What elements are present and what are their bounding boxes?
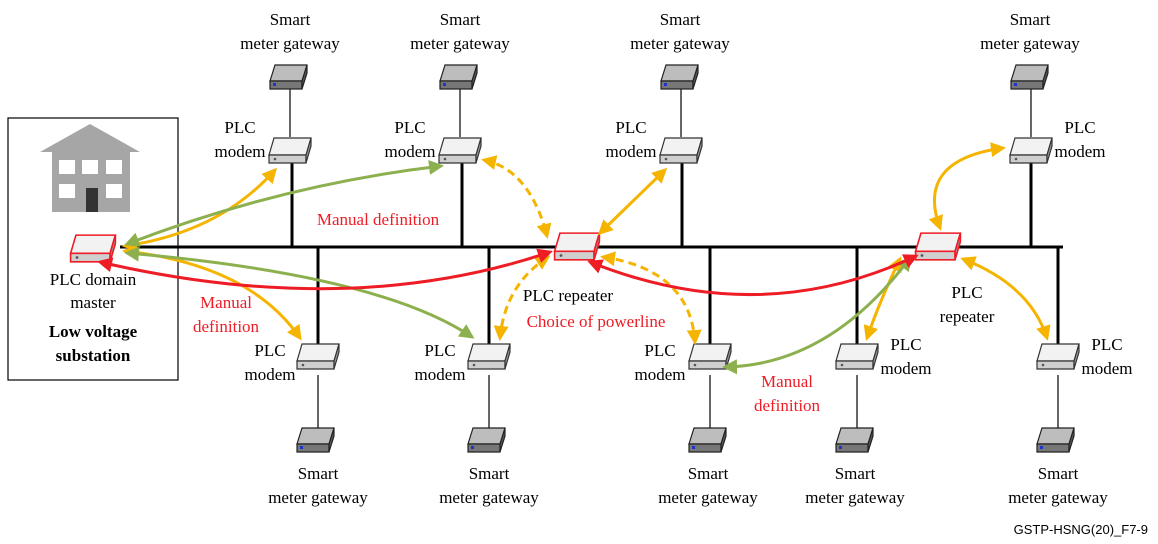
smart-meter-label: meter gateway xyxy=(240,34,340,53)
substation-label: Low voltage xyxy=(49,322,138,341)
repeater-center-label: PLC repeater xyxy=(523,286,613,305)
plc-modem-label: PLC xyxy=(394,118,425,137)
smart-meter-label: meter gateway xyxy=(658,488,758,507)
plc-modem-label: PLC xyxy=(644,341,675,360)
plc-repeater-center-icon xyxy=(553,232,601,261)
plc-modem-label: PLC xyxy=(254,341,285,360)
smart-meter-label: Smart xyxy=(688,464,729,483)
domain-master-label: PLC domain xyxy=(50,270,137,289)
smart-meter-label: meter gateway xyxy=(630,34,730,53)
plc-modem-icon xyxy=(659,137,703,164)
smart-meter-label: Smart xyxy=(270,10,311,29)
smart-meter-gateway-icon xyxy=(835,427,874,453)
smart-meter-label: Smart xyxy=(1038,464,1079,483)
figure-id: GSTP-HSNG(20)_F7-9 xyxy=(1014,522,1148,537)
plc-repeater-right-icon xyxy=(914,232,962,261)
green-links xyxy=(124,159,912,375)
smart-meter-label: Smart xyxy=(440,10,481,29)
gateway-connectors xyxy=(289,88,1059,428)
smart-meter-gateway-icon xyxy=(660,64,699,90)
smart-meter-gateway-icon xyxy=(269,64,308,90)
repeater-right-label: repeater xyxy=(940,307,995,326)
plc-modem-icon xyxy=(467,343,511,370)
substation-building-icon xyxy=(40,124,140,212)
smart-meter-label: meter gateway xyxy=(439,488,539,507)
plc-modem-label: modem xyxy=(245,365,296,384)
plc-modem-icon xyxy=(296,343,340,370)
plc-modem-label: modem xyxy=(1055,142,1106,161)
smart-meter-gateway-icon xyxy=(439,64,478,90)
plc-modem-label: modem xyxy=(1082,359,1133,378)
plc-modem-icon xyxy=(835,343,879,370)
smart-meter-label: Smart xyxy=(298,464,339,483)
smart-meter-label: Smart xyxy=(1010,10,1051,29)
plc-modem-icon xyxy=(1036,343,1080,370)
smart-meter-label: meter gateway xyxy=(268,488,368,507)
manual-definition-label: Manual definition xyxy=(317,210,440,229)
repeater-right-label: PLC xyxy=(951,283,982,302)
manual-definition-label: definition xyxy=(754,396,821,415)
manual-definition-label: definition xyxy=(193,317,260,336)
smart-meter-label: Smart xyxy=(660,10,701,29)
smart-meter-label: meter gateway xyxy=(1008,488,1108,507)
domain-master-label: master xyxy=(70,293,116,312)
plc-modem-label: modem xyxy=(635,365,686,384)
smart-meter-gateway-icon xyxy=(1036,427,1075,453)
plc-modem-label: PLC xyxy=(224,118,255,137)
smart-meter-label: meter gateway xyxy=(410,34,510,53)
plc-modem-label: modem xyxy=(881,359,932,378)
smart-meter-label: meter gateway xyxy=(805,488,905,507)
plc-modem-label: PLC xyxy=(1091,335,1122,354)
smart-meter-label: meter gateway xyxy=(980,34,1080,53)
plc-modem-label: modem xyxy=(415,365,466,384)
plc-modem-label: modem xyxy=(385,142,436,161)
smart-meter-gateway-icon xyxy=(296,427,335,453)
plc-modem-icon xyxy=(688,343,732,370)
smart-meter-label: Smart xyxy=(469,464,510,483)
substation-label: substation xyxy=(56,346,131,365)
plc-modem-icon xyxy=(268,137,312,164)
plc-modem-icon xyxy=(438,137,482,164)
smart-meter-label: Smart xyxy=(835,464,876,483)
manual-definition-label: Manual xyxy=(761,372,813,391)
smart-meter-gateway-icon xyxy=(688,427,727,453)
plc-modem-label: modem xyxy=(215,142,266,161)
plc-modem-icon xyxy=(1009,137,1053,164)
plc-modem-label: PLC xyxy=(1064,118,1095,137)
smart-meter-gateway-icon xyxy=(467,427,506,453)
plc-modem-label: modem xyxy=(606,142,657,161)
plc-modem-label: PLC xyxy=(615,118,646,137)
choice-of-powerline-label: Choice of powerline xyxy=(527,312,666,331)
plc-domain-master-icon xyxy=(69,234,117,263)
plc-modem-label: PLC xyxy=(890,335,921,354)
plc-modem-label: PLC xyxy=(424,341,455,360)
red-links xyxy=(97,248,919,297)
manual-definition-label: Manual xyxy=(200,293,252,312)
smart-meter-gateway-icon xyxy=(1010,64,1049,90)
